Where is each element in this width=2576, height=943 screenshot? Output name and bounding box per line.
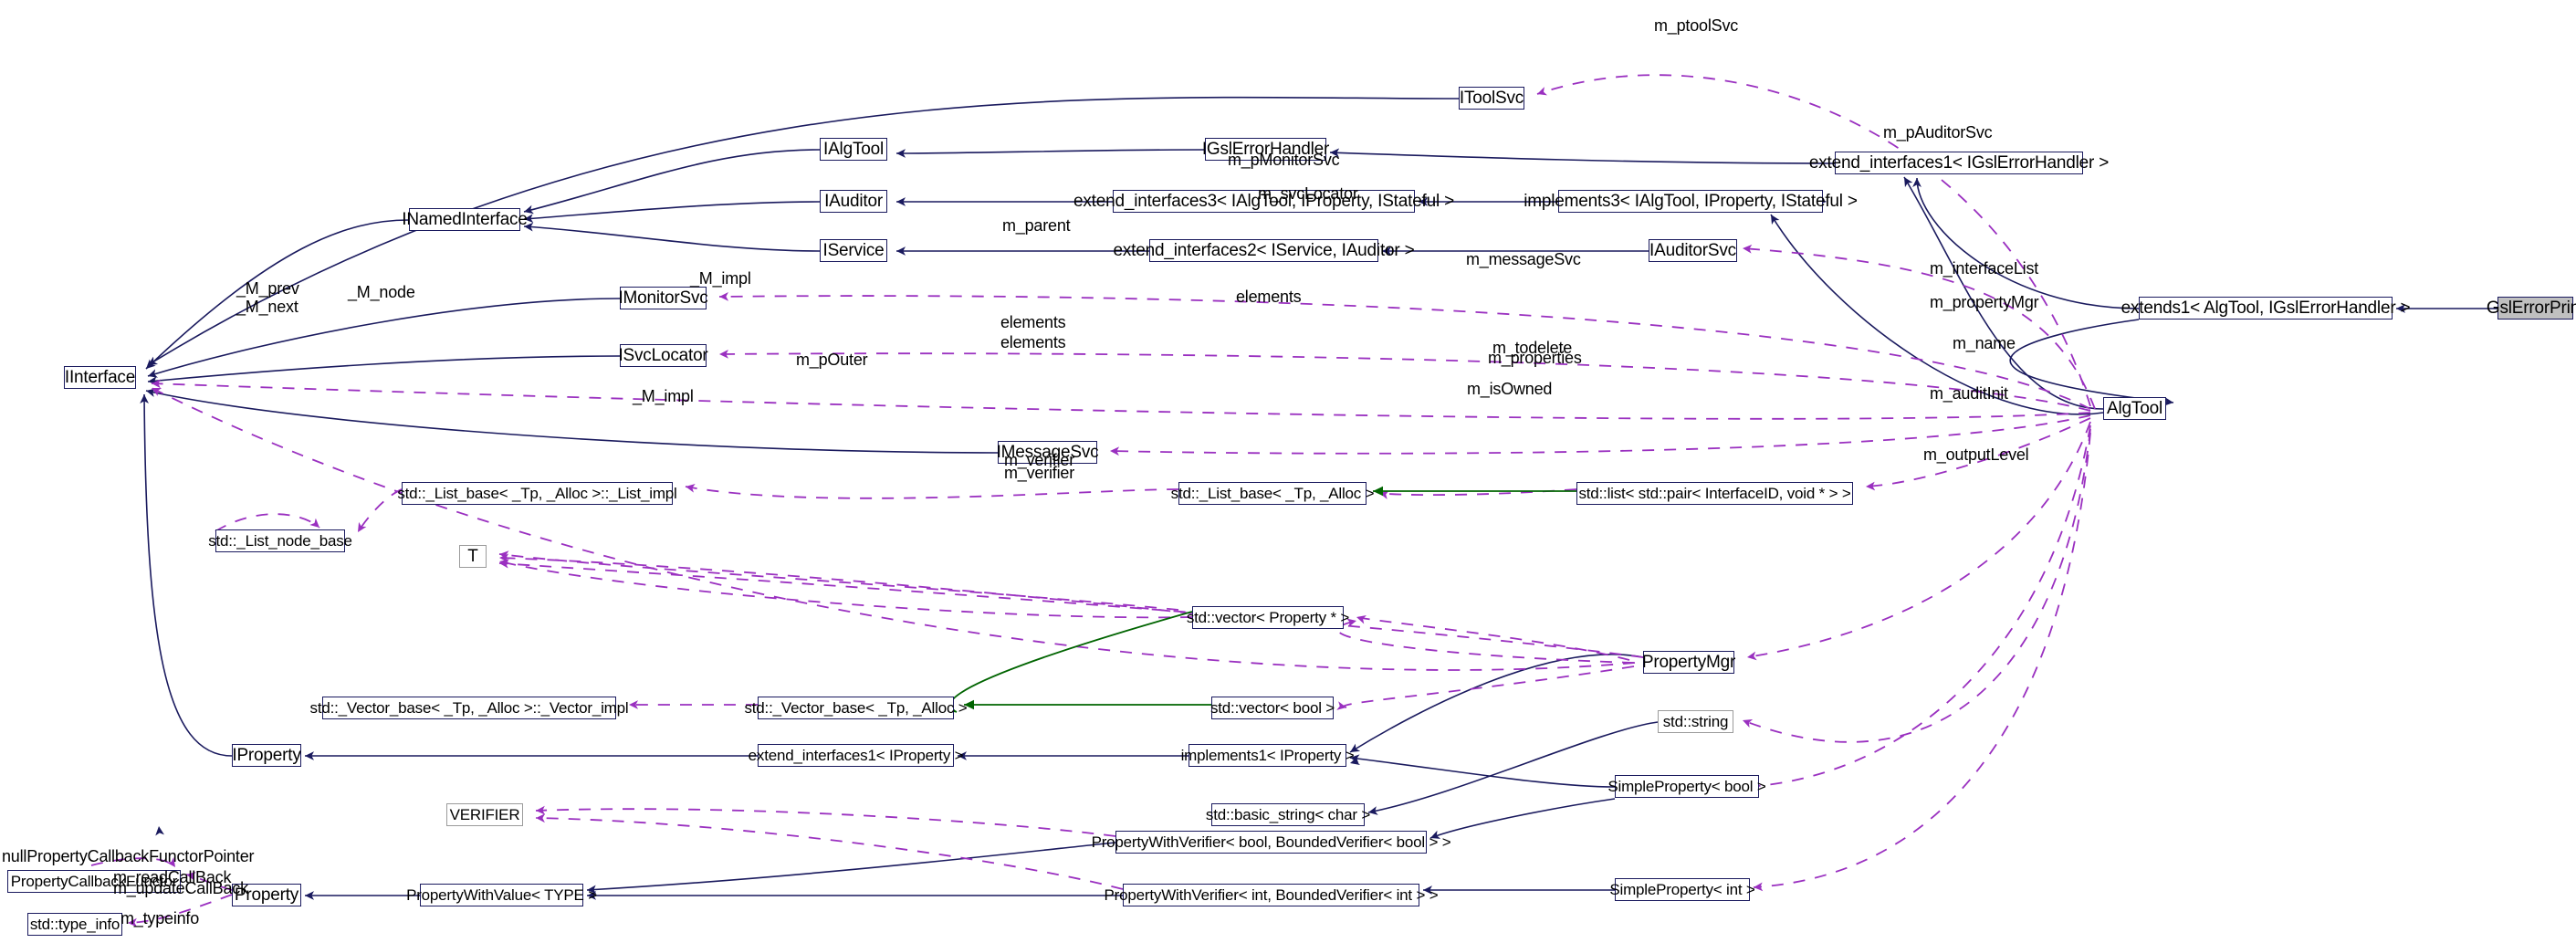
edge-label-m-pmonitorsvc: m_pMonitorSvc xyxy=(1228,151,1340,169)
node-extend-interfaces3[interactable]: extend_interfaces3< IAlgTool, IProperty,… xyxy=(1073,190,1454,213)
node-iproperty[interactable]: IProperty xyxy=(232,744,301,767)
edge-label-m-ptoolsvc: m_ptoolSvc xyxy=(1654,16,1739,35)
node-algtool[interactable]: AlgTool xyxy=(2103,397,2166,420)
node-basic-string-char[interactable]: std::basic_string< char > xyxy=(1206,803,1370,826)
node-igslerrorhandler[interactable]: IGslErrorHandler xyxy=(1201,138,1330,161)
node-verifier[interactable]: VERIFIER xyxy=(446,803,523,826)
node-propertycallbackfunctor[interactable]: PropertyCallbackFunctor xyxy=(7,870,181,893)
node-implements1-property[interactable]: implements1< IProperty > xyxy=(1181,744,1355,767)
edge-label-elements-3: elements xyxy=(1000,333,1066,351)
node-std-string[interactable]: std::string xyxy=(1658,710,1733,733)
edge-label-m-isowned: m_isOwned xyxy=(1467,380,1553,398)
node-extend-interfaces1-property[interactable]: extend_interfaces1< IProperty > xyxy=(749,744,964,767)
node-property[interactable]: Property xyxy=(232,884,301,906)
edge-label-m-name: m_name xyxy=(1953,334,2016,352)
edge-label-m-svclocator: m_svcLocator xyxy=(1258,184,1358,203)
edge-label-m-parent: m_parent xyxy=(1002,216,1071,235)
edge-label-m-propertymgr: m_propertyMgr xyxy=(1930,293,2039,311)
node-propertywithvalue-type[interactable]: PropertyWithValue< TYPE > xyxy=(406,884,597,906)
edge-label-m-impl-vector: _M_impl xyxy=(633,387,694,405)
node-iservice[interactable]: IService xyxy=(820,239,887,262)
node-simpleproperty-int[interactable]: SimpleProperty< int > xyxy=(1609,878,1755,901)
edge-label-m-typeinfo: m_typeinfo xyxy=(120,909,200,927)
node-vector-property[interactable]: std::vector< Property * > xyxy=(1187,606,1349,629)
node-vector-bool[interactable]: std::vector< bool > xyxy=(1210,697,1335,719)
edge-label-m-verifier-1: m_verifier xyxy=(1004,451,1075,469)
node-propertywithverifier-int[interactable]: PropertyWithVerifier< int, BoundedVerifi… xyxy=(1105,884,1439,906)
node-std-type-info[interactable]: std::type_info xyxy=(27,913,122,936)
node-iinterface[interactable]: IInterface xyxy=(64,366,136,389)
node-extend-interfaces1-gsl[interactable]: extend_interfaces1< IGslErrorHandler > xyxy=(1808,152,2110,174)
node-extend-interfaces2[interactable]: extend_interfaces2< IService, IAuditor > xyxy=(1113,239,1415,262)
node-propertywithverifier-bool[interactable]: PropertyWithVerifier< bool, BoundedVerif… xyxy=(1092,831,1451,854)
edge-label-m-todelete: m_todelete xyxy=(1492,339,1573,357)
node-vector-base[interactable]: std::_Vector_base< _Tp, _Alloc > xyxy=(744,697,968,719)
node-iauditor[interactable]: IAuditor xyxy=(820,190,887,213)
edge-label-m-interfacelist: m_interfaceList xyxy=(1930,259,2039,278)
edge-label-m-verifier-2: m_verifier xyxy=(1004,464,1075,482)
edge-label-m-readcallback: m_readCallBack xyxy=(113,868,232,886)
edge-label-m-messagesvc: m_messageSvc xyxy=(1466,250,1581,268)
node-propertymgr[interactable]: PropertyMgr xyxy=(1641,651,1736,674)
node-list-node-base[interactable]: std::_List_node_base xyxy=(208,529,352,552)
node-imessagesvc[interactable]: IMessageSvc xyxy=(996,441,1099,464)
node-list-base-impl[interactable]: std::_List_base< _Tp, _Alloc >::_List_im… xyxy=(397,482,677,505)
edge-label-elements-1: elements xyxy=(1236,288,1302,306)
node-vector-base-impl[interactable]: std::_Vector_base< _Tp, _Alloc >::_Vecto… xyxy=(310,697,629,719)
edge-label-m-outputlevel: m_outputLevel xyxy=(1923,445,2029,464)
node-ialgtool[interactable]: IAlgTool xyxy=(820,138,887,161)
node-isvclocator[interactable]: ISvcLocator xyxy=(618,344,708,367)
node-template-param-t[interactable]: T xyxy=(459,545,487,568)
edge-label-m-auditinit: m_auditInit xyxy=(1930,384,2008,403)
node-extends1-algtool[interactable]: extends1< AlgTool, IGslErrorHandler > xyxy=(2120,297,2411,320)
node-iauditorsvc[interactable]: IAuditorSvc xyxy=(1649,239,1737,262)
node-gslerrorprint[interactable]: GslErrorPrint xyxy=(2486,297,2576,320)
edge-label-m-pauditorsvc: m_pAuditorSvc xyxy=(1883,123,1993,141)
edge-label-m-impl-list: _M_impl xyxy=(690,269,751,288)
node-implements3[interactable]: implements3< IAlgTool, IProperty, IState… xyxy=(1524,190,1858,213)
node-std-list-pair[interactable]: std::list< std::pair< InterfaceID, void … xyxy=(1576,482,1853,505)
node-inamedinterface[interactable]: INamedInterface xyxy=(402,208,528,231)
edge-label-nullpropertycallbackfunctorpointer: nullPropertyCallbackFunctorPointer xyxy=(2,847,255,865)
edge-label-elements-2: elements xyxy=(1000,313,1066,331)
node-imonitorsvc[interactable]: IMonitorSvc xyxy=(618,287,708,309)
edge-label-m-prev-next: _M_prev _M_next xyxy=(236,279,299,317)
edge-label-m-node: _M_node xyxy=(348,283,415,301)
edge-label-m-properties: m_properties xyxy=(1488,349,1582,367)
edge-label-m-updatecallback: m_updateCallBack xyxy=(113,879,248,897)
edge-label-m-pouter: m_pOuter xyxy=(796,351,868,369)
node-list-base[interactable]: std::_List_base< _Tp, _Alloc > xyxy=(1171,482,1375,505)
node-itoolsvc[interactable]: IToolSvc xyxy=(1459,87,1524,110)
node-simpleproperty-bool[interactable]: SimpleProperty< bool > xyxy=(1607,775,1766,798)
